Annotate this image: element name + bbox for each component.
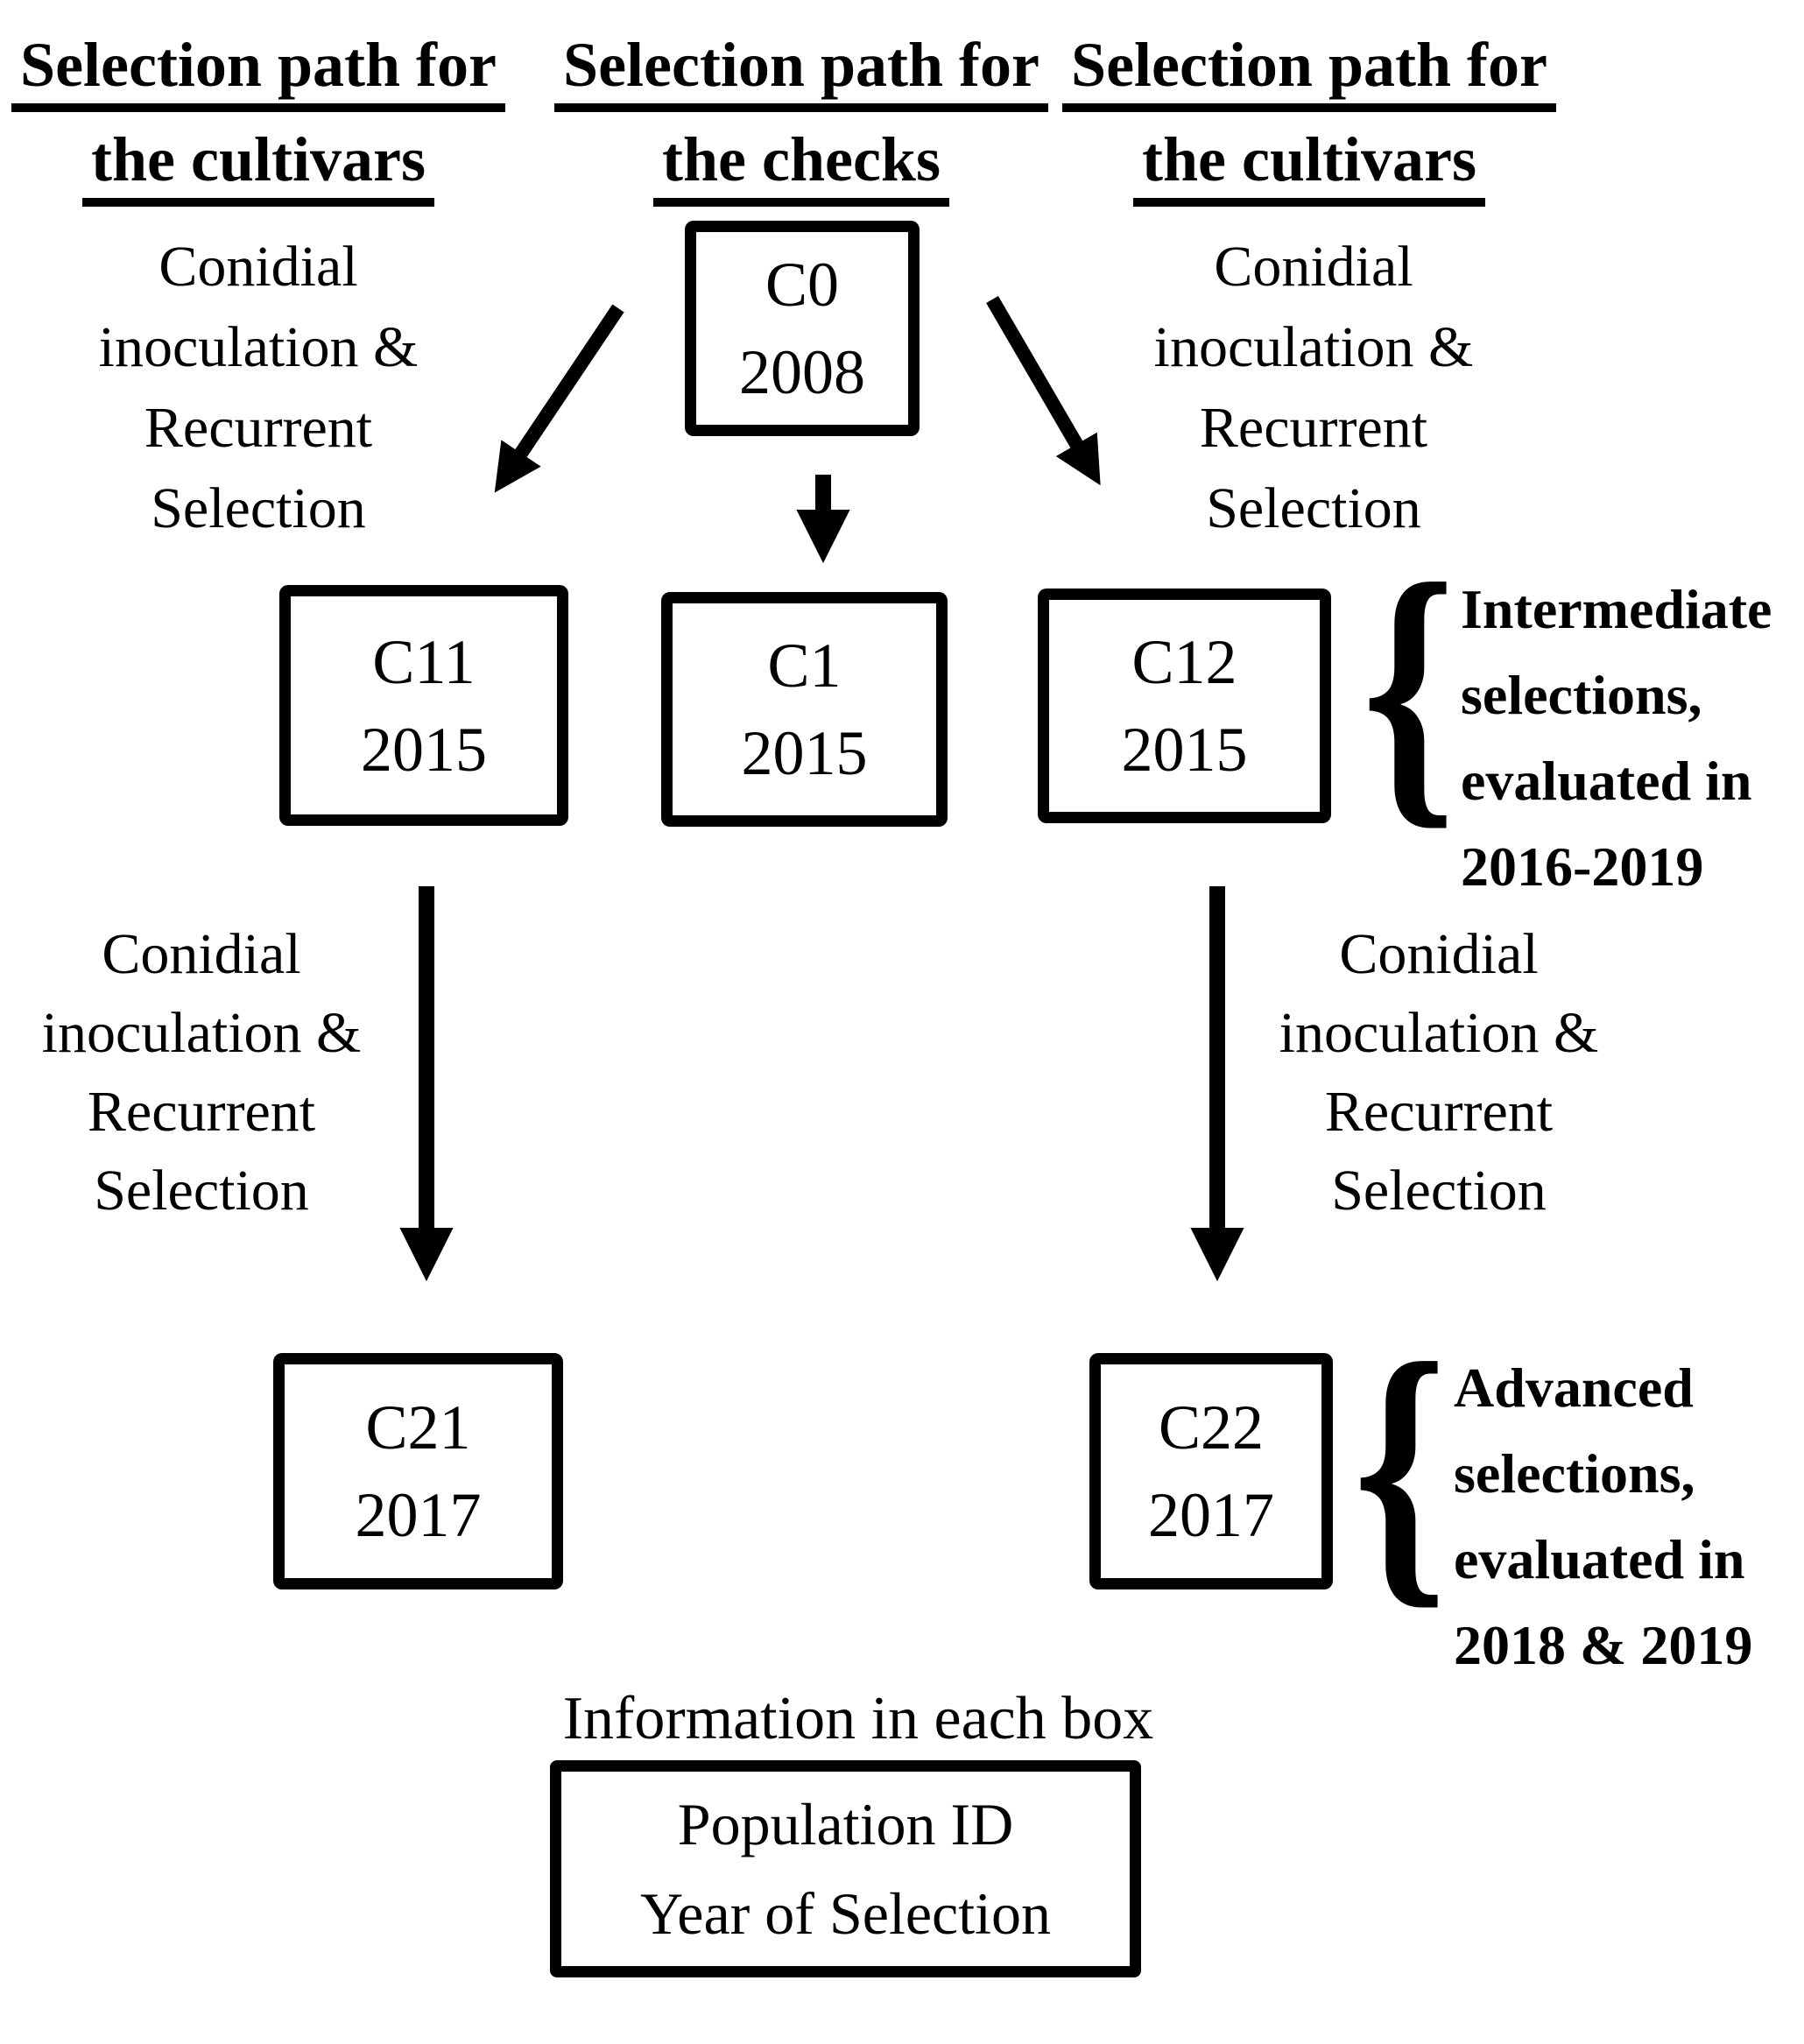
annotation-intermediate: Intermediate selections, evaluated in 20… bbox=[1461, 567, 1772, 910]
node-c22: C22 2017 bbox=[1089, 1353, 1333, 1589]
process-line-4: Selection bbox=[151, 476, 366, 540]
process-line-3: Recurrent bbox=[87, 1080, 316, 1144]
node-c11-id: C11 bbox=[372, 626, 476, 697]
annotation-intermediate-line1: Intermediate bbox=[1461, 578, 1772, 640]
legend-box-line2: Year of Selection bbox=[640, 1880, 1051, 1947]
arrow-c0-to-c12-icon bbox=[986, 295, 1101, 486]
node-c1-year: 2015 bbox=[741, 718, 868, 788]
brace-intermediate-icon: { bbox=[1362, 523, 1456, 853]
process-label-mid-right: Conidial inoculation & Recurrent Selecti… bbox=[1237, 915, 1640, 1230]
node-c22-id: C22 bbox=[1158, 1392, 1265, 1463]
process-line-2: inoculation & bbox=[1279, 1001, 1599, 1065]
process-line-2: inoculation & bbox=[41, 1001, 362, 1065]
legend-box: Population ID Year of Selection bbox=[550, 1760, 1141, 1977]
process-label-mid-left: Conidial inoculation & Recurrent Selecti… bbox=[0, 915, 403, 1230]
node-c21: C21 2017 bbox=[273, 1353, 563, 1589]
node-c11-year: 2015 bbox=[361, 714, 487, 785]
process-line-4: Selection bbox=[94, 1159, 309, 1223]
process-line-4: Selection bbox=[1331, 1159, 1547, 1223]
annotation-intermediate-line4: 2016-2019 bbox=[1461, 835, 1704, 898]
header-cultivars-right-line2: the cultivars bbox=[1133, 126, 1485, 207]
process-line-2: inoculation & bbox=[1153, 315, 1474, 379]
header-cultivars-left: Selection path for the cultivars bbox=[0, 32, 517, 207]
annotation-advanced: Advanced selections, evaluated in 2018 &… bbox=[1454, 1345, 1752, 1688]
process-line-3: Recurrent bbox=[1324, 1080, 1554, 1144]
process-line-1: Conidial bbox=[1339, 922, 1539, 986]
process-line-1: Conidial bbox=[102, 922, 301, 986]
node-c12: C12 2015 bbox=[1038, 589, 1331, 823]
process-line-3: Recurrent bbox=[1199, 396, 1428, 460]
node-c11: C11 2015 bbox=[279, 585, 568, 826]
node-c22-year: 2017 bbox=[1148, 1480, 1274, 1550]
node-c1-id: C1 bbox=[767, 631, 842, 701]
annotation-advanced-line1: Advanced bbox=[1454, 1357, 1694, 1419]
annotation-intermediate-line2: selections, bbox=[1461, 664, 1702, 726]
process-label-top-right: Conidial inoculation & Recurrent Selecti… bbox=[1068, 227, 1559, 549]
node-c21-id: C21 bbox=[365, 1392, 471, 1463]
node-c1: C1 2015 bbox=[661, 592, 948, 827]
legend-title: Information in each box bbox=[562, 1685, 1154, 1752]
header-checks-line2: the checks bbox=[653, 126, 949, 207]
process-line-4: Selection bbox=[1206, 476, 1421, 540]
process-line-3: Recurrent bbox=[144, 396, 373, 460]
process-line-1: Conidial bbox=[159, 235, 358, 299]
node-c12-id: C12 bbox=[1131, 627, 1237, 697]
header-cultivars-right-line1: Selection path for bbox=[1062, 32, 1556, 112]
annotation-intermediate-line3: evaluated in bbox=[1461, 750, 1752, 812]
header-cultivars-left-line1: Selection path for bbox=[11, 32, 505, 112]
node-c12-year: 2015 bbox=[1121, 715, 1248, 785]
brace-advanced-icon: { bbox=[1353, 1302, 1448, 1632]
process-line-2: inoculation & bbox=[98, 315, 419, 379]
legend-box-line1: Population ID bbox=[677, 1791, 1014, 1857]
node-c0: C0 2008 bbox=[685, 221, 920, 436]
node-c0-id: C0 bbox=[765, 250, 840, 320]
header-cultivars-right: Selection path for the cultivars bbox=[1051, 32, 1568, 207]
arrow-c0-to-c11-icon bbox=[494, 304, 624, 493]
process-label-top-left: Conidial inoculation & Recurrent Selecti… bbox=[13, 227, 504, 549]
header-checks-line1: Selection path for bbox=[554, 32, 1048, 112]
annotation-advanced-line2: selections, bbox=[1454, 1442, 1695, 1505]
node-c21-year: 2017 bbox=[355, 1480, 482, 1550]
annotation-advanced-line4: 2018 & 2019 bbox=[1454, 1614, 1753, 1676]
process-line-1: Conidial bbox=[1214, 235, 1413, 299]
header-cultivars-left-line2: the cultivars bbox=[82, 126, 434, 207]
header-checks: Selection path for the checks bbox=[543, 32, 1060, 207]
annotation-advanced-line3: evaluated in bbox=[1454, 1528, 1745, 1590]
node-c0-year: 2008 bbox=[739, 337, 865, 407]
